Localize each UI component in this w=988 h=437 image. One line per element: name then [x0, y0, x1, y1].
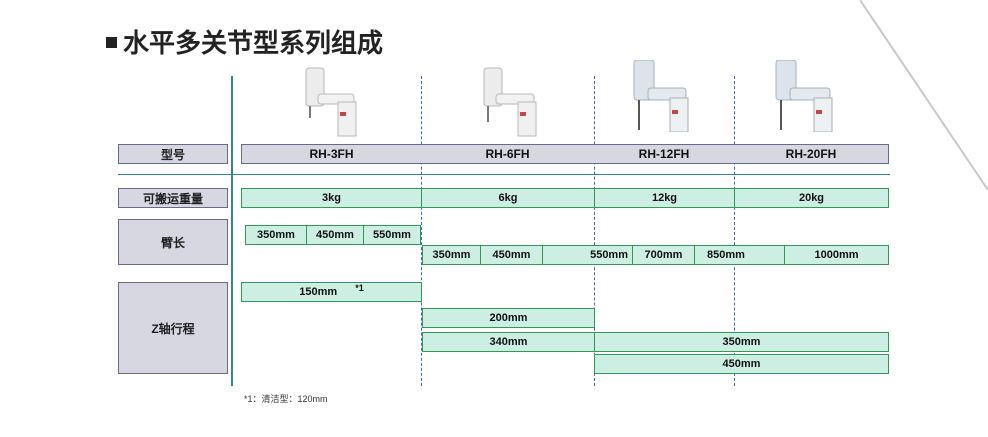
bullet-square-icon [106, 37, 117, 48]
arm-cell-700: 700mm [633, 245, 695, 265]
robot-rh-20fh-image [775, 60, 833, 132]
payload-cell-rh-20fh: 20kg [735, 188, 889, 208]
payload-cell-rh-3fh: 3kg [241, 188, 422, 208]
arm-cell-450: 450mm [481, 245, 543, 265]
grid-main-vertical [231, 76, 233, 386]
arm-cell-3fh-450: 450mm [307, 225, 364, 245]
grid-dash-1 [421, 76, 422, 386]
robot-rh-3fh-image [305, 67, 357, 137]
footnote: *1：清洁型：120mm [244, 394, 328, 404]
model-header-rh-20fh: RH-20FH [734, 144, 889, 164]
arm-cell-3fh-350: 350mm [245, 225, 307, 245]
z-stroke-cell-340: 340mm [422, 332, 595, 352]
row-label-arm: 臂长 [118, 219, 228, 265]
footnote-marker: *1 [355, 283, 364, 293]
payload-cell-rh-12fh: 12kg [595, 188, 735, 208]
model-header-rh-3fh: RH-3FH [241, 144, 422, 164]
arm-cell-3fh-550: 550mm [364, 225, 421, 245]
arm-cell-350: 350mm [422, 245, 481, 265]
arm-cell-1000: 1000mm [785, 245, 889, 265]
robot-rh-6fh-image [483, 67, 537, 137]
robot-rh-12fh-image [633, 60, 689, 132]
model-header-rh-12fh: RH-12FH [594, 144, 735, 164]
z-stroke-150-value: 150mm [299, 286, 338, 298]
z-stroke-cell-150: 150mm *1 [241, 282, 422, 302]
decorative-diagonal-line [860, 0, 988, 191]
z-stroke-cell-200: 200mm [422, 308, 595, 328]
grid-dash-2 [594, 76, 595, 386]
page-title: 水平多关节型系列组成 [106, 26, 383, 60]
row-label-z-stroke: Z轴行程 [118, 282, 228, 374]
grid-dash-3 [734, 76, 735, 386]
model-header-rh-6fh: RH-6FH [421, 144, 595, 164]
arm-cell-550: 550mm [543, 245, 633, 265]
arm-cell-850: 850mm [695, 245, 785, 265]
z-stroke-cell-350: 350mm [595, 332, 889, 352]
row-label-model: 型号 [118, 144, 228, 164]
payload-cell-rh-6fh: 6kg [422, 188, 595, 208]
z-stroke-cell-450: 450mm [594, 354, 889, 374]
grid-horizontal-divider [118, 174, 890, 175]
row-label-payload: 可搬运重量 [118, 188, 228, 208]
